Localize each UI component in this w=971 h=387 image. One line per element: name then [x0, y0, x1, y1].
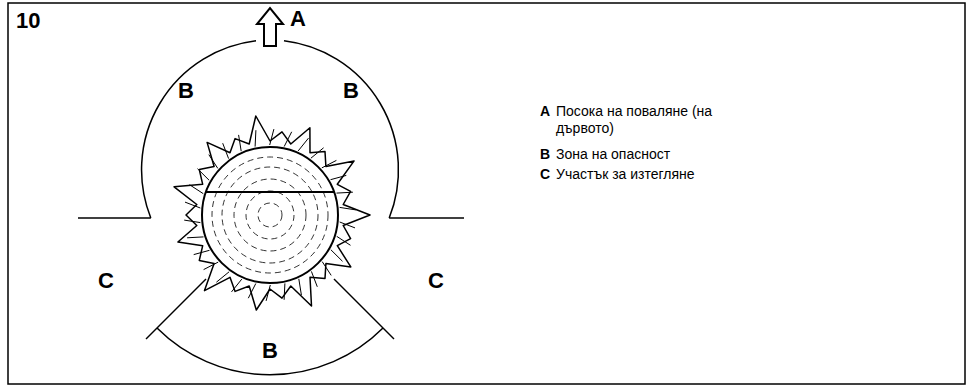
- growth-ring: [212, 157, 328, 273]
- bark-stroke: [248, 284, 256, 299]
- bark-stroke: [190, 185, 204, 194]
- legend-text: Участък за изтегляне: [556, 166, 695, 183]
- bark-stroke: [284, 132, 292, 147]
- growth-ring: [222, 167, 318, 263]
- legend-row: BЗона на опасност: [540, 146, 670, 163]
- legend-key: B: [540, 146, 556, 163]
- zone-letter: B: [343, 80, 359, 102]
- bark-stroke: [266, 285, 270, 301]
- bark-stroke: [187, 236, 203, 238]
- bark-stroke: [209, 155, 218, 169]
- bark-stroke: [184, 220, 200, 223]
- bark-stroke: [340, 207, 356, 210]
- legend-text: Посока на поваляне (на дървото): [556, 103, 716, 137]
- bark-stroke: [239, 135, 242, 151]
- bark-stroke: [337, 192, 353, 194]
- bark-stroke: [204, 262, 219, 270]
- legend-key: A: [540, 103, 556, 120]
- zone-letter: C: [98, 270, 114, 292]
- legend-text: Зона на опасност: [556, 146, 670, 163]
- legend-row: CУчастък за изтегляне: [540, 166, 695, 183]
- bark-stroke: [299, 279, 302, 295]
- bark-stroke: [232, 279, 242, 292]
- bark-stroke: [337, 236, 351, 245]
- bark-stroke: [322, 160, 337, 168]
- zone-letter: C: [428, 270, 444, 292]
- bark-stroke: [331, 250, 343, 262]
- bark-stroke: [185, 202, 200, 208]
- bark-stroke: [322, 262, 331, 276]
- zone-letter: B: [178, 80, 194, 102]
- bark-stroke: [284, 283, 286, 299]
- bark-stroke: [270, 129, 274, 145]
- bark-stroke: [255, 130, 257, 146]
- zone-letter: B: [262, 340, 278, 362]
- bark-stroke: [340, 222, 355, 228]
- bark-stroke: [311, 271, 317, 286]
- growth-ring: [234, 179, 306, 251]
- zone-letter: A: [290, 8, 306, 30]
- bark-stroke: [331, 175, 347, 179]
- legend-row: AПосока на поваляне (на дървото): [540, 103, 716, 137]
- bark-stroke: [311, 148, 324, 158]
- bark-stroke: [194, 250, 210, 254]
- bark-stroke: [216, 272, 229, 282]
- bark-stroke: [198, 169, 210, 181]
- root-flare: [174, 116, 370, 310]
- bark-stroke: [298, 138, 308, 151]
- growth-ring: [246, 191, 294, 239]
- bark-stroke: [223, 143, 229, 158]
- figure-number: 10: [16, 10, 40, 32]
- growth-ring: [258, 203, 282, 227]
- legend-key: C: [540, 166, 556, 183]
